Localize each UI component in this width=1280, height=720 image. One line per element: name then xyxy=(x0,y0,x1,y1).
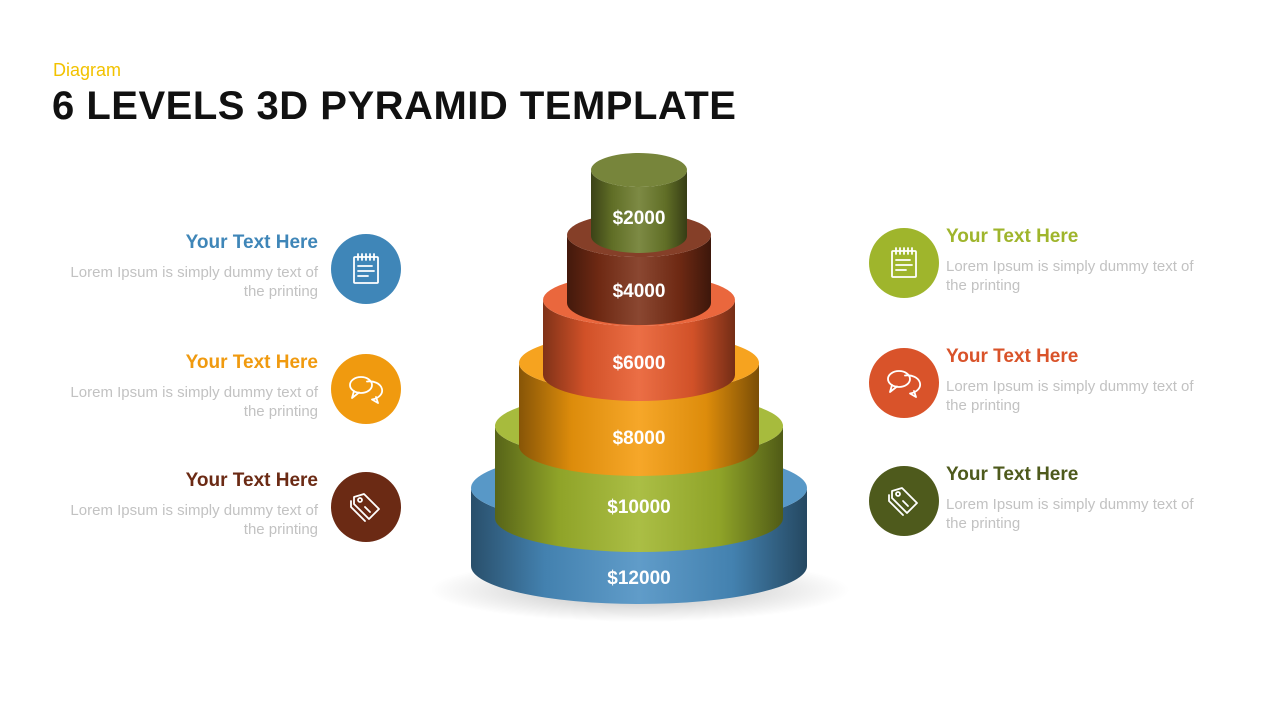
right-item-3-heading: Your Text Here xyxy=(946,464,1079,485)
price-tags-icon xyxy=(888,487,918,516)
right-item-3: Your Text Here Lorem Ipsum is simply dum… xyxy=(946,464,1206,533)
right-item-1-body: Lorem Ipsum is simply dummy text of the … xyxy=(946,258,1194,294)
left-item-1-heading: Your Text Here xyxy=(185,232,318,253)
pyramid-tier-4000-label: $4000 xyxy=(613,281,666,302)
left-item-3-body: Lorem Ipsum is simply dummy text of the … xyxy=(70,502,318,538)
right-item-2-body: Lorem Ipsum is simply dummy text of the … xyxy=(946,378,1194,414)
right-item-1: Your Text Here Lorem Ipsum is simply dum… xyxy=(946,226,1206,295)
right-item-1-circle xyxy=(869,228,939,298)
right-item-2-circle xyxy=(869,348,939,418)
right-item-1-heading: Your Text Here xyxy=(946,226,1079,247)
left-item-3-circle xyxy=(331,472,401,542)
right-item-2-heading: Your Text Here xyxy=(946,346,1079,367)
price-tags-icon xyxy=(350,493,380,522)
right-item-2: Your Text Here Lorem Ipsum is simply dum… xyxy=(946,346,1206,415)
right-item-3-body: Lorem Ipsum is simply dummy text of the … xyxy=(946,496,1194,532)
left-item-1: Your Text Here Lorem Ipsum is simply dum… xyxy=(58,232,318,301)
pyramid-tier-2000-top xyxy=(591,153,687,187)
pyramid-tier-4000-side xyxy=(567,235,711,325)
left-item-2-heading: Your Text Here xyxy=(185,352,318,373)
right-item-3-circle xyxy=(869,466,939,536)
left-item-2-circle xyxy=(331,354,401,424)
chat-bubbles-icon xyxy=(887,370,922,398)
pyramid-tier-6000-label: $6000 xyxy=(613,353,666,374)
notepad-icon xyxy=(891,247,917,278)
pyramid-tier-2000: $2000 xyxy=(591,153,687,253)
left-item-3: Your Text Here Lorem Ipsum is simply dum… xyxy=(58,470,318,539)
slide-kicker: Diagram xyxy=(53,60,122,80)
pyramid-tier-6000-side xyxy=(543,300,735,401)
notepad-icon xyxy=(353,253,379,284)
pyramid-tier-12000-label: $12000 xyxy=(607,568,670,589)
left-item-1-body: Lorem Ipsum is simply dummy text of the … xyxy=(70,264,318,300)
left-item-3-heading: Your Text Here xyxy=(185,470,318,491)
pyramid-tier-10000-label: $10000 xyxy=(607,497,670,518)
slide-title: 6 LEVELS 3D PYRAMID TEMPLATE xyxy=(52,84,737,128)
left-item-2-body: Lorem Ipsum is simply dummy text of the … xyxy=(70,384,318,420)
chat-bubbles-icon xyxy=(349,376,384,404)
left-item-2: Your Text Here Lorem Ipsum is simply dum… xyxy=(58,352,318,421)
pyramid-tier-2000-side xyxy=(591,170,687,253)
left-item-1-circle xyxy=(331,234,401,304)
pyramid-tier-8000-label: $8000 xyxy=(613,428,666,449)
pyramid-tier-2000-label: $2000 xyxy=(613,208,666,229)
